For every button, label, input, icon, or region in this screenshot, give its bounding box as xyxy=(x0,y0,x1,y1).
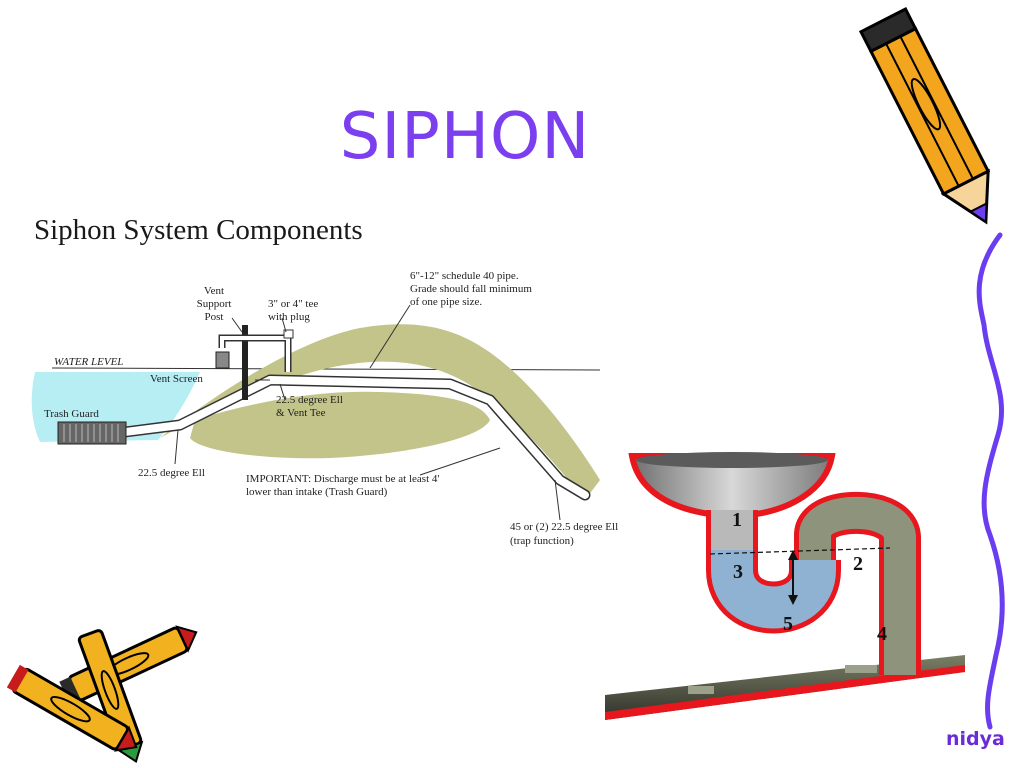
trash-guard-label: Trash Guard xyxy=(44,408,99,420)
water-level-line xyxy=(709,547,891,555)
siphon-system-title: Siphon System Components xyxy=(34,214,363,246)
water-level-label: WATER LEVEL xyxy=(54,356,123,368)
slide-title: SIPHON xyxy=(339,100,591,174)
important-label-1: IMPORTANT: Discharge must be at least 4' xyxy=(246,473,439,485)
important-label-2: lower than intake (Trash Guard) xyxy=(246,486,388,498)
vent-label-3: Post xyxy=(205,311,224,323)
ell-intake-label: 22.5 degree Ell xyxy=(138,467,205,479)
embankment xyxy=(160,324,600,500)
ell-vent-tee-label-2: & Vent Tee xyxy=(276,407,326,419)
pencil-icon xyxy=(858,7,991,225)
trap-diagram: 1 2 3 4 5 xyxy=(605,452,965,720)
soil-mass xyxy=(190,391,490,459)
pipe-label-3: of one pipe size. xyxy=(410,296,482,308)
trap-point-3: 3 xyxy=(733,561,743,583)
trap-point-4: 4 xyxy=(877,623,887,645)
vent-label-1: Vent xyxy=(204,285,224,297)
vent-screen xyxy=(215,351,230,369)
trap-point-2: 2 xyxy=(853,553,863,575)
outlet-ell-label-1: 45 or (2) 22.5 degree Ell xyxy=(510,521,618,533)
tee-label-1: 3" or 4" tee xyxy=(268,298,318,310)
tee-label-2: with plug xyxy=(268,311,310,323)
crayons-icon xyxy=(6,625,198,763)
vent-support-post xyxy=(242,325,248,400)
vent-screen-label: Vent Screen xyxy=(150,373,203,385)
vent-label-2: Support xyxy=(197,298,232,310)
pipe-label-2: Grade should fall minimum xyxy=(410,283,532,295)
trap-point-5: 5 xyxy=(783,613,793,635)
decorative-wave-line xyxy=(976,232,1005,730)
author-credit: nidya xyxy=(946,728,1005,750)
pipe-label-1: 6"-12" schedule 40 pipe. xyxy=(410,270,519,282)
ell-vent-tee-label-1: 22.5 degree Ell xyxy=(276,394,343,406)
trap-point-1: 1 xyxy=(732,509,742,531)
outlet-ell-label-2: (trap function) xyxy=(510,535,574,547)
trash-guard xyxy=(57,421,127,445)
